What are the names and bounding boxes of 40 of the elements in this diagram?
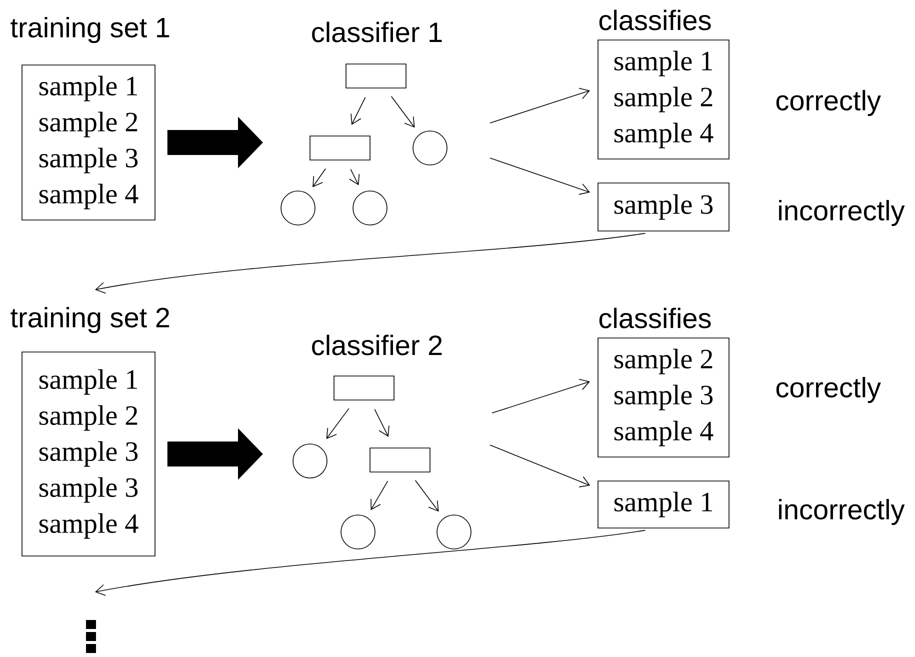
arrow — [312, 168, 326, 188]
classifier-heading: classifier 1 — [312, 22, 442, 42]
arrow — [414, 480, 439, 512]
arrow — [374, 408, 390, 437]
set-heading: classifies — [599, 10, 711, 30]
sample-list-box: sample 1 — [598, 480, 730, 528]
tree-node-box — [346, 64, 406, 88]
leaf-circle — [352, 190, 388, 226]
set-heading: training set 2 — [10, 306, 170, 334]
arrow — [326, 408, 350, 439]
arrow — [370, 480, 388, 510]
result-label: incorrectly — [779, 498, 905, 526]
set-heading: classifies — [599, 308, 711, 328]
curved-arrow — [95, 232, 646, 294]
arrow — [490, 158, 590, 195]
classifier-heading: classifier 2 — [312, 334, 442, 356]
sample-list-box: sample 1 sample 2 sample 4 — [598, 40, 730, 160]
leaf-circle — [340, 514, 376, 550]
leaf-circle — [280, 190, 316, 226]
tree-node-box — [370, 448, 430, 472]
sample-list-box: sample 2 sample 3 sample 4 — [598, 338, 730, 458]
sample-list-box: sample 1 sample 2 sample 3 sample 3 sample 4 — [22, 352, 156, 556]
curved-arrow — [95, 530, 646, 596]
tree-node-box — [334, 376, 394, 400]
result-label: correctly — [776, 90, 881, 116]
leaf-circle — [412, 130, 448, 166]
arrow — [348, 168, 360, 186]
arrow — [350, 96, 366, 125]
result-label: incorrectly — [779, 200, 905, 226]
sample-list-box: sample 3 — [598, 182, 730, 232]
arrow — [390, 96, 415, 128]
sample-list-box: sample 1 sample 2 sample 3 sample 4 — [22, 64, 156, 220]
leaf-circle — [436, 514, 472, 550]
arrow — [490, 88, 590, 124]
set-heading: training set 1 — [10, 16, 170, 44]
tree-node-box — [310, 136, 370, 160]
arrow — [492, 378, 590, 414]
result-label: correctly — [776, 376, 881, 404]
arrow — [490, 444, 590, 488]
leaf-circle — [292, 444, 328, 478]
